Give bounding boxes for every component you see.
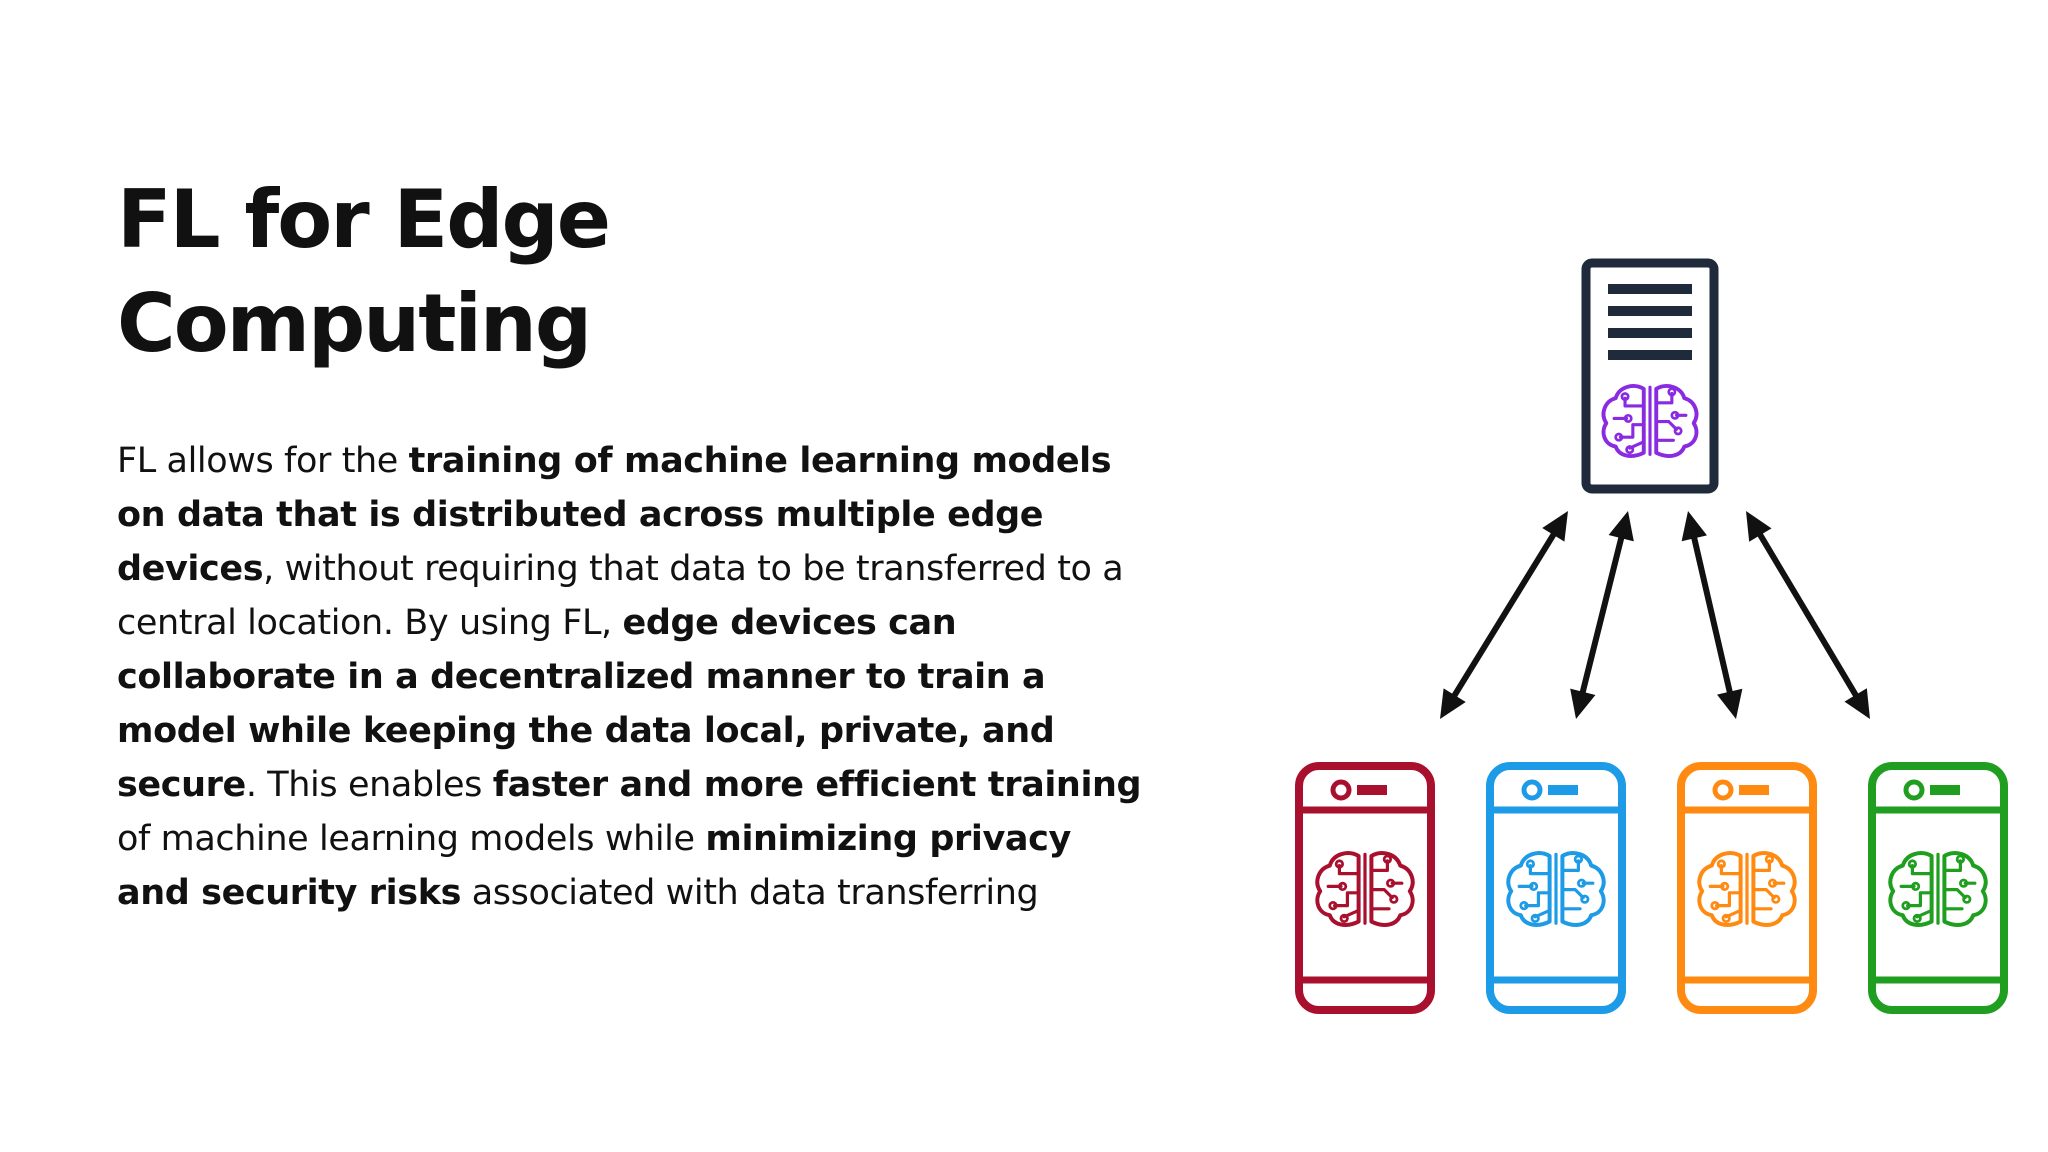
arrow-head [1844,688,1870,719]
speaker-icon [1357,785,1387,795]
emphasis-text: minimizing privacy and security risks [117,819,1071,913]
server-line [1608,306,1692,316]
body-text-run: associated with data transferring [461,873,1039,913]
speaker-icon [1930,785,1960,795]
speaker-icon [1739,785,1769,795]
emphasis-text: faster and more efficient training [492,765,1142,805]
device-orange [1677,762,1817,1014]
arrow-head [1717,688,1743,719]
server-line [1608,328,1692,338]
body-text-run: of machine learning models while [117,819,706,859]
arrow-head [1570,688,1596,719]
camera-icon [1521,779,1543,801]
body-text-run: , without requiring that data to be tran… [117,549,1124,643]
connection-arrows [1440,511,1870,719]
server-line [1608,284,1692,294]
server-icon [1581,258,1719,494]
emphasis-text: edge devices can collaborate in a decent… [117,603,1055,805]
speaker-icon [1548,785,1578,795]
server-line [1608,350,1692,360]
bidirectional-arrow [1681,511,1743,719]
bidirectional-arrow [1440,511,1568,719]
device-green [1868,762,2008,1014]
arrow-shaft [1689,529,1735,701]
device-red [1295,762,1435,1014]
camera-icon [1903,779,1925,801]
title-line-2: Computing [117,277,592,370]
arrow-head [1681,511,1707,542]
slide-title: FL for Edge Computing [117,168,837,376]
arrow-head [1746,511,1772,542]
arrow-shaft [1447,526,1561,704]
body-paragraph: FL allows for the training of machine le… [117,434,1147,920]
emphasis-text: training of machine learning models on d… [117,441,1112,589]
arrow-head [1608,511,1634,542]
title-line-1: FL for Edge [117,173,611,266]
edge-devices [1295,762,2008,1014]
bidirectional-arrow [1746,511,1870,719]
arrow-head [1542,511,1568,542]
arrow-shaft [1753,526,1863,704]
body-text-run: . This enables [245,765,493,805]
arrow-shaft [1577,529,1627,701]
bidirectional-arrow [1570,511,1634,719]
camera-icon [1330,779,1352,801]
body-text-run: FL allows for the [117,441,409,481]
arrow-head [1440,688,1466,719]
camera-icon [1712,779,1734,801]
device-blue [1486,762,1626,1014]
